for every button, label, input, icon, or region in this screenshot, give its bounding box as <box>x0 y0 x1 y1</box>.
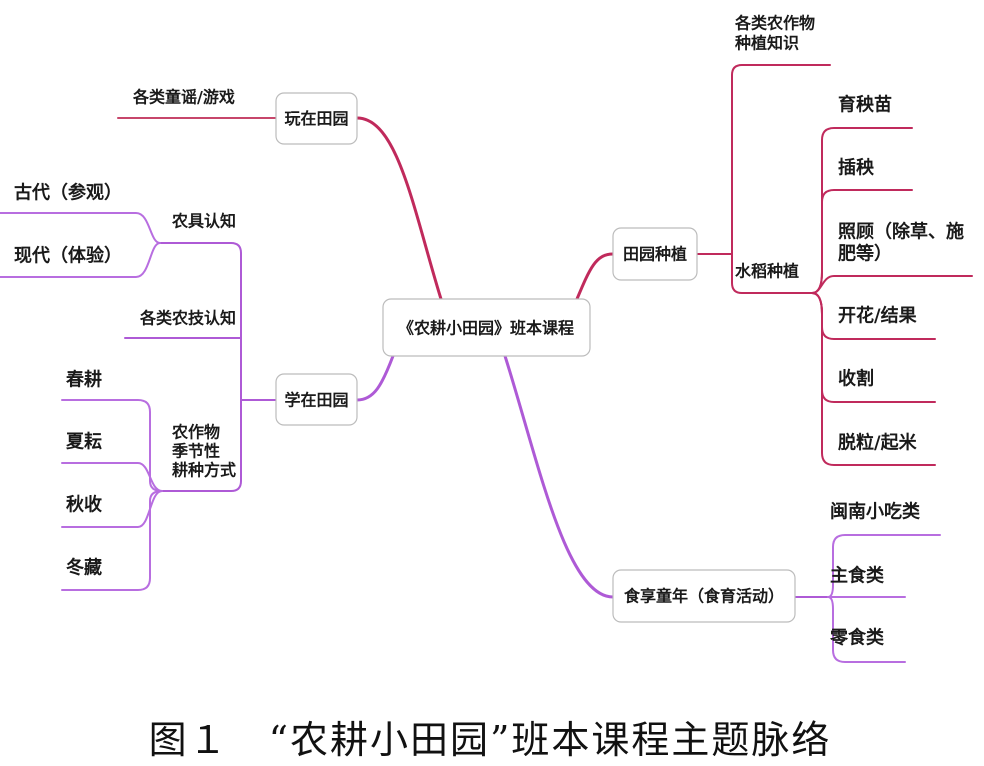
transplant-label: 插秧 <box>838 157 875 179</box>
play-node-label: 玩在田园 <box>284 109 348 128</box>
thresh-label: 脱粒/起米 <box>838 432 918 454</box>
flower-fruit-label: 开花/结果 <box>838 305 918 327</box>
winter-label: 冬藏 <box>66 557 102 579</box>
connectors <box>0 64 973 663</box>
modern-tools-label: 现代（体验） <box>14 245 122 267</box>
crop-knowledge-label-line-2: 种植知识 <box>734 34 799 53</box>
harvest-label: 收割 <box>838 368 874 390</box>
learn-node-box <box>275 373 358 426</box>
food-node: 食享童年（食育活动） <box>612 569 796 623</box>
branch-line-autumn <box>61 490 163 528</box>
learn-node: 学在田园 <box>275 373 358 426</box>
seedling-label: 育秧苗 <box>838 94 892 116</box>
branch-line-care <box>811 275 973 294</box>
farm-techniques-label: 各类农技认知 <box>139 309 236 328</box>
learn-subtree-labels: 农具认知 古代（参观） 现代（体验） 各类农技认知 农作物 季节性 耕种方式 春… <box>14 182 236 579</box>
grow-subtree-labels: 各类农作物 种植知识 水稻种植 育秧苗 插秧 照顾（除草、施 肥等） 开花/结果… <box>734 14 964 454</box>
rhymes-games-label: 各类童谣/游戏 <box>132 88 235 107</box>
grow-node-box <box>612 227 698 281</box>
connector-root-to-grow <box>575 252 615 301</box>
ancient-tools-label: 古代（参观） <box>14 182 122 204</box>
spring-label: 春耕 <box>66 369 102 391</box>
connector-root-to-play <box>355 116 443 301</box>
root-node-label: 《农耕小田园》班本课程 <box>398 319 574 338</box>
minnan-snacks-label: 闽南小吃类 <box>830 501 921 523</box>
grow-node-label: 田园种植 <box>623 245 687 264</box>
rice-planting-label: 水稻种植 <box>735 262 799 281</box>
root-node: 《农耕小田园》班本课程 <box>382 298 591 357</box>
seasonal-label-line-3: 耕种方式 <box>172 461 236 480</box>
branch-line-snacks <box>827 596 906 663</box>
grow-trunk-line <box>731 64 831 294</box>
branch-line-summer <box>61 462 163 492</box>
connector-root-to-food <box>503 354 615 599</box>
care-label-line-2: 肥等） <box>837 243 892 265</box>
play-node-box <box>275 92 358 145</box>
seasonal-label-line-1: 农作物 <box>171 423 220 442</box>
play-subtree-labels: 各类童谣/游戏 <box>132 88 235 107</box>
summer-label: 夏耘 <box>66 431 102 453</box>
snacks-label: 零食类 <box>829 627 885 649</box>
learn-trunk-line <box>157 242 242 492</box>
figure-caption: 图１ “农耕小田园”班本课程主题脉络 <box>149 718 832 762</box>
branch-line-ancient <box>0 212 161 244</box>
grow-node: 田园种植 <box>612 227 698 281</box>
autumn-label: 秋收 <box>66 494 102 516</box>
branch-line-minnan-snacks <box>827 534 941 598</box>
branch-line-thresh <box>811 292 936 466</box>
food-node-label: 食享童年（食育活动） <box>623 587 784 606</box>
farm-tools-label: 农具认知 <box>171 212 236 231</box>
play-node: 玩在田园 <box>275 92 358 145</box>
crop-knowledge-label-line-1: 各类农作物 <box>734 14 815 33</box>
food-subtree-labels: 闽南小吃类 主食类 零食类 <box>829 501 921 649</box>
food-node-box <box>612 569 796 623</box>
staple-food-label: 主食类 <box>830 565 885 587</box>
seasonal-label-line-2: 季节性 <box>171 442 220 461</box>
connector-root-to-learn <box>355 354 395 402</box>
learn-node-label: 学在田园 <box>284 391 348 410</box>
branch-line-seedling <box>811 127 913 294</box>
branch-line-winter <box>61 490 163 591</box>
branch-line-modern <box>0 242 161 278</box>
root-node-box <box>382 298 591 357</box>
care-label-line-1: 照顾（除草、施 <box>838 221 964 243</box>
branch-line-spring <box>61 399 163 492</box>
